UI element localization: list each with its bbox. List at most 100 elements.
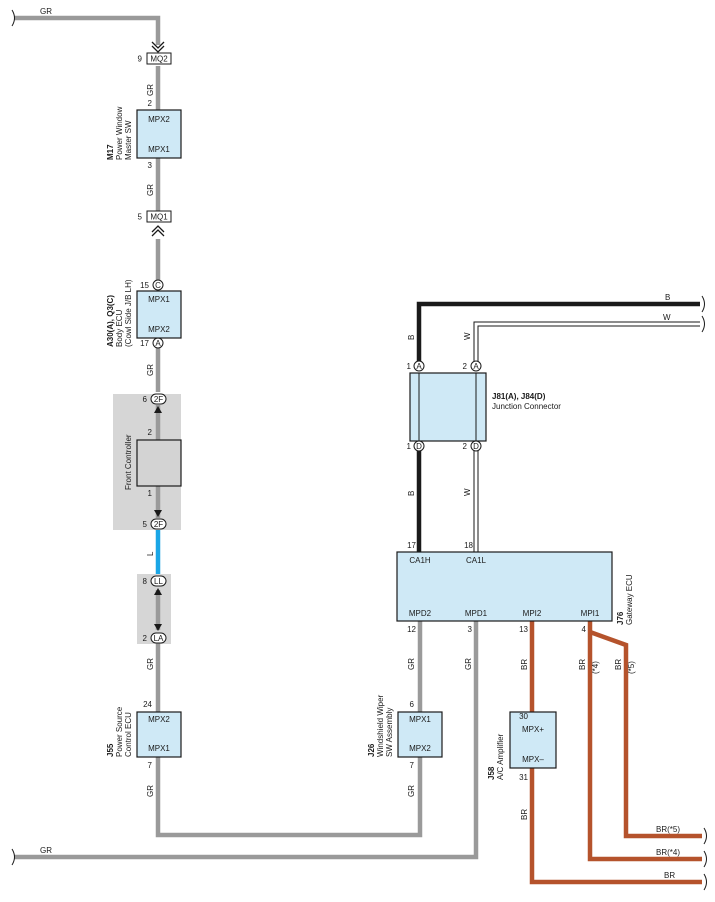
pin-18: 18: [464, 541, 473, 550]
connector-mq2: [146, 52, 172, 65]
pin-3-m17: 3: [148, 161, 153, 170]
pin-15: 15: [140, 281, 149, 290]
a30-box: [136, 290, 182, 339]
connector-2f-top: [150, 393, 167, 405]
j76-terminal-mpi1: MPI1: [581, 609, 600, 618]
pin-2-la: 2: [143, 634, 148, 643]
wire-label-w-1: W: [463, 332, 472, 340]
a30-name-1: Body ECU: [115, 309, 124, 347]
pin-4: 4: [582, 625, 587, 634]
break-mark-br4: [703, 850, 707, 868]
pin-5-2f: 5: [143, 520, 148, 529]
wire-label-gr-7: GR: [407, 785, 416, 797]
j81-box: [409, 372, 487, 442]
j26-terminal-mpx2: MPX2: [409, 744, 431, 753]
wire-br5: [589, 629, 702, 839]
connector-a-j81-2-label: A: [473, 362, 479, 371]
wire-gr-bottom-left: [14, 621, 479, 860]
arrow-down-icon: [154, 624, 162, 631]
pin-31: 31: [519, 773, 528, 782]
connector-mq1-label: MQ1: [150, 213, 168, 222]
wire-label-br-2: BR: [520, 809, 529, 820]
pin-24: 24: [143, 700, 152, 709]
wire-label-gr-3: GR: [146, 364, 155, 376]
connector-2f-bottom: [150, 518, 167, 530]
j26-code: J26: [367, 743, 376, 757]
connector-a-label: A: [155, 339, 161, 348]
connector-mq1: [146, 210, 172, 223]
j76-terminal-mpd2: MPD2: [409, 609, 432, 618]
pin-1-front: 1: [148, 489, 153, 498]
front-controller-box: [136, 439, 182, 487]
j55-terminal-mpx1: MPX1: [148, 744, 170, 753]
j81-code: J81(A), J84(D): [492, 392, 546, 401]
m17-name-1: Power Window: [115, 106, 124, 160]
wire-label-gr-5: GR: [146, 785, 155, 797]
pin-6-j26: 6: [410, 700, 415, 709]
wire-w-outer: [473, 321, 700, 362]
pin-13: 13: [519, 625, 528, 634]
j58-box: [509, 711, 557, 769]
connector-c-label: C: [155, 281, 161, 290]
chevron-up-icon: [151, 225, 165, 237]
wire-label-gr-4: GR: [146, 658, 155, 670]
chevron-down-icon: [151, 41, 165, 53]
wire-label-br5-end: BR(*5): [656, 825, 680, 834]
connector-d-j81-2-label: D: [473, 442, 479, 451]
wire-label-br4-end: BR(*4): [656, 848, 680, 857]
connector-d-j81-1-label: D: [416, 442, 422, 451]
pin-2-j81-a: 2: [463, 362, 468, 371]
wire-label-l: L: [146, 551, 155, 556]
pin-2-front: 2: [148, 428, 153, 437]
j58-code: J58: [487, 766, 496, 780]
pin-5: 5: [138, 213, 143, 222]
j81-name: Junction Connector: [492, 402, 561, 411]
m17-name-2: Master SW: [124, 120, 133, 160]
wire-label-gr-6: GR: [407, 658, 416, 670]
j26-name-1: Windshield Wiper: [376, 694, 385, 757]
a30-code: A30(A), Q3(C): [106, 295, 115, 347]
j76-box: [396, 551, 613, 622]
connector-a-j81-2: [470, 360, 482, 372]
wire-label-w-top: W: [663, 313, 671, 322]
wire-label-br-1: BR: [520, 659, 529, 670]
j76-terminal-mpd1: MPD1: [465, 609, 488, 618]
arrow-up-icon: [154, 588, 162, 595]
connector-d-j81-1: [413, 440, 425, 452]
pin-1-j81-a: 1: [407, 362, 412, 371]
j76-terminal-ca1h: CA1H: [409, 556, 431, 565]
j76-code: J76: [616, 611, 625, 625]
front-controller-name: Front Controller: [124, 434, 133, 490]
connector-la: [150, 632, 167, 644]
wire-label-w-2: W: [463, 488, 472, 496]
pin-7-j55: 7: [148, 761, 153, 770]
wire-label-br5-mark: (*5): [627, 661, 636, 674]
connector-2f-top-label: 2F: [154, 395, 163, 404]
j58-name: A/C Amplifier: [496, 733, 505, 780]
wire-label-gr-top: GR: [40, 7, 52, 16]
break-mark-br: [703, 873, 707, 891]
j55-box: [136, 711, 182, 758]
connector-ll-label: LL: [154, 577, 163, 586]
wire-br-j58-bottom: [529, 768, 702, 885]
wire-label-gr-bottom: GR: [40, 846, 52, 855]
pin-7-j26: 7: [410, 761, 415, 770]
pin-12: 12: [407, 625, 416, 634]
connector-la-label: LA: [154, 634, 164, 643]
j76-terminal-ca1l: CA1L: [466, 556, 487, 565]
wire-label-br-end: BR: [664, 871, 675, 880]
a30-name-2: (Cowl Side J/B LH): [124, 279, 133, 347]
m17-code: M17: [106, 144, 115, 160]
break-mark-bottom-left: [11, 848, 15, 866]
wire-label-gr-8: GR: [464, 658, 473, 670]
pin-17-j76: 17: [407, 541, 416, 550]
pin-3-j76: 3: [468, 625, 473, 634]
connector-mq2-label: MQ2: [150, 55, 168, 64]
wire-gr-bottom-loop: [155, 757, 423, 838]
j26-box: [397, 711, 443, 758]
j55-name-1: Power Source: [115, 706, 124, 757]
wire-label-br4-mark: (*4): [591, 661, 600, 674]
j76-terminal-mpi2: MPI2: [523, 609, 542, 618]
j55-code: J55: [106, 743, 115, 757]
